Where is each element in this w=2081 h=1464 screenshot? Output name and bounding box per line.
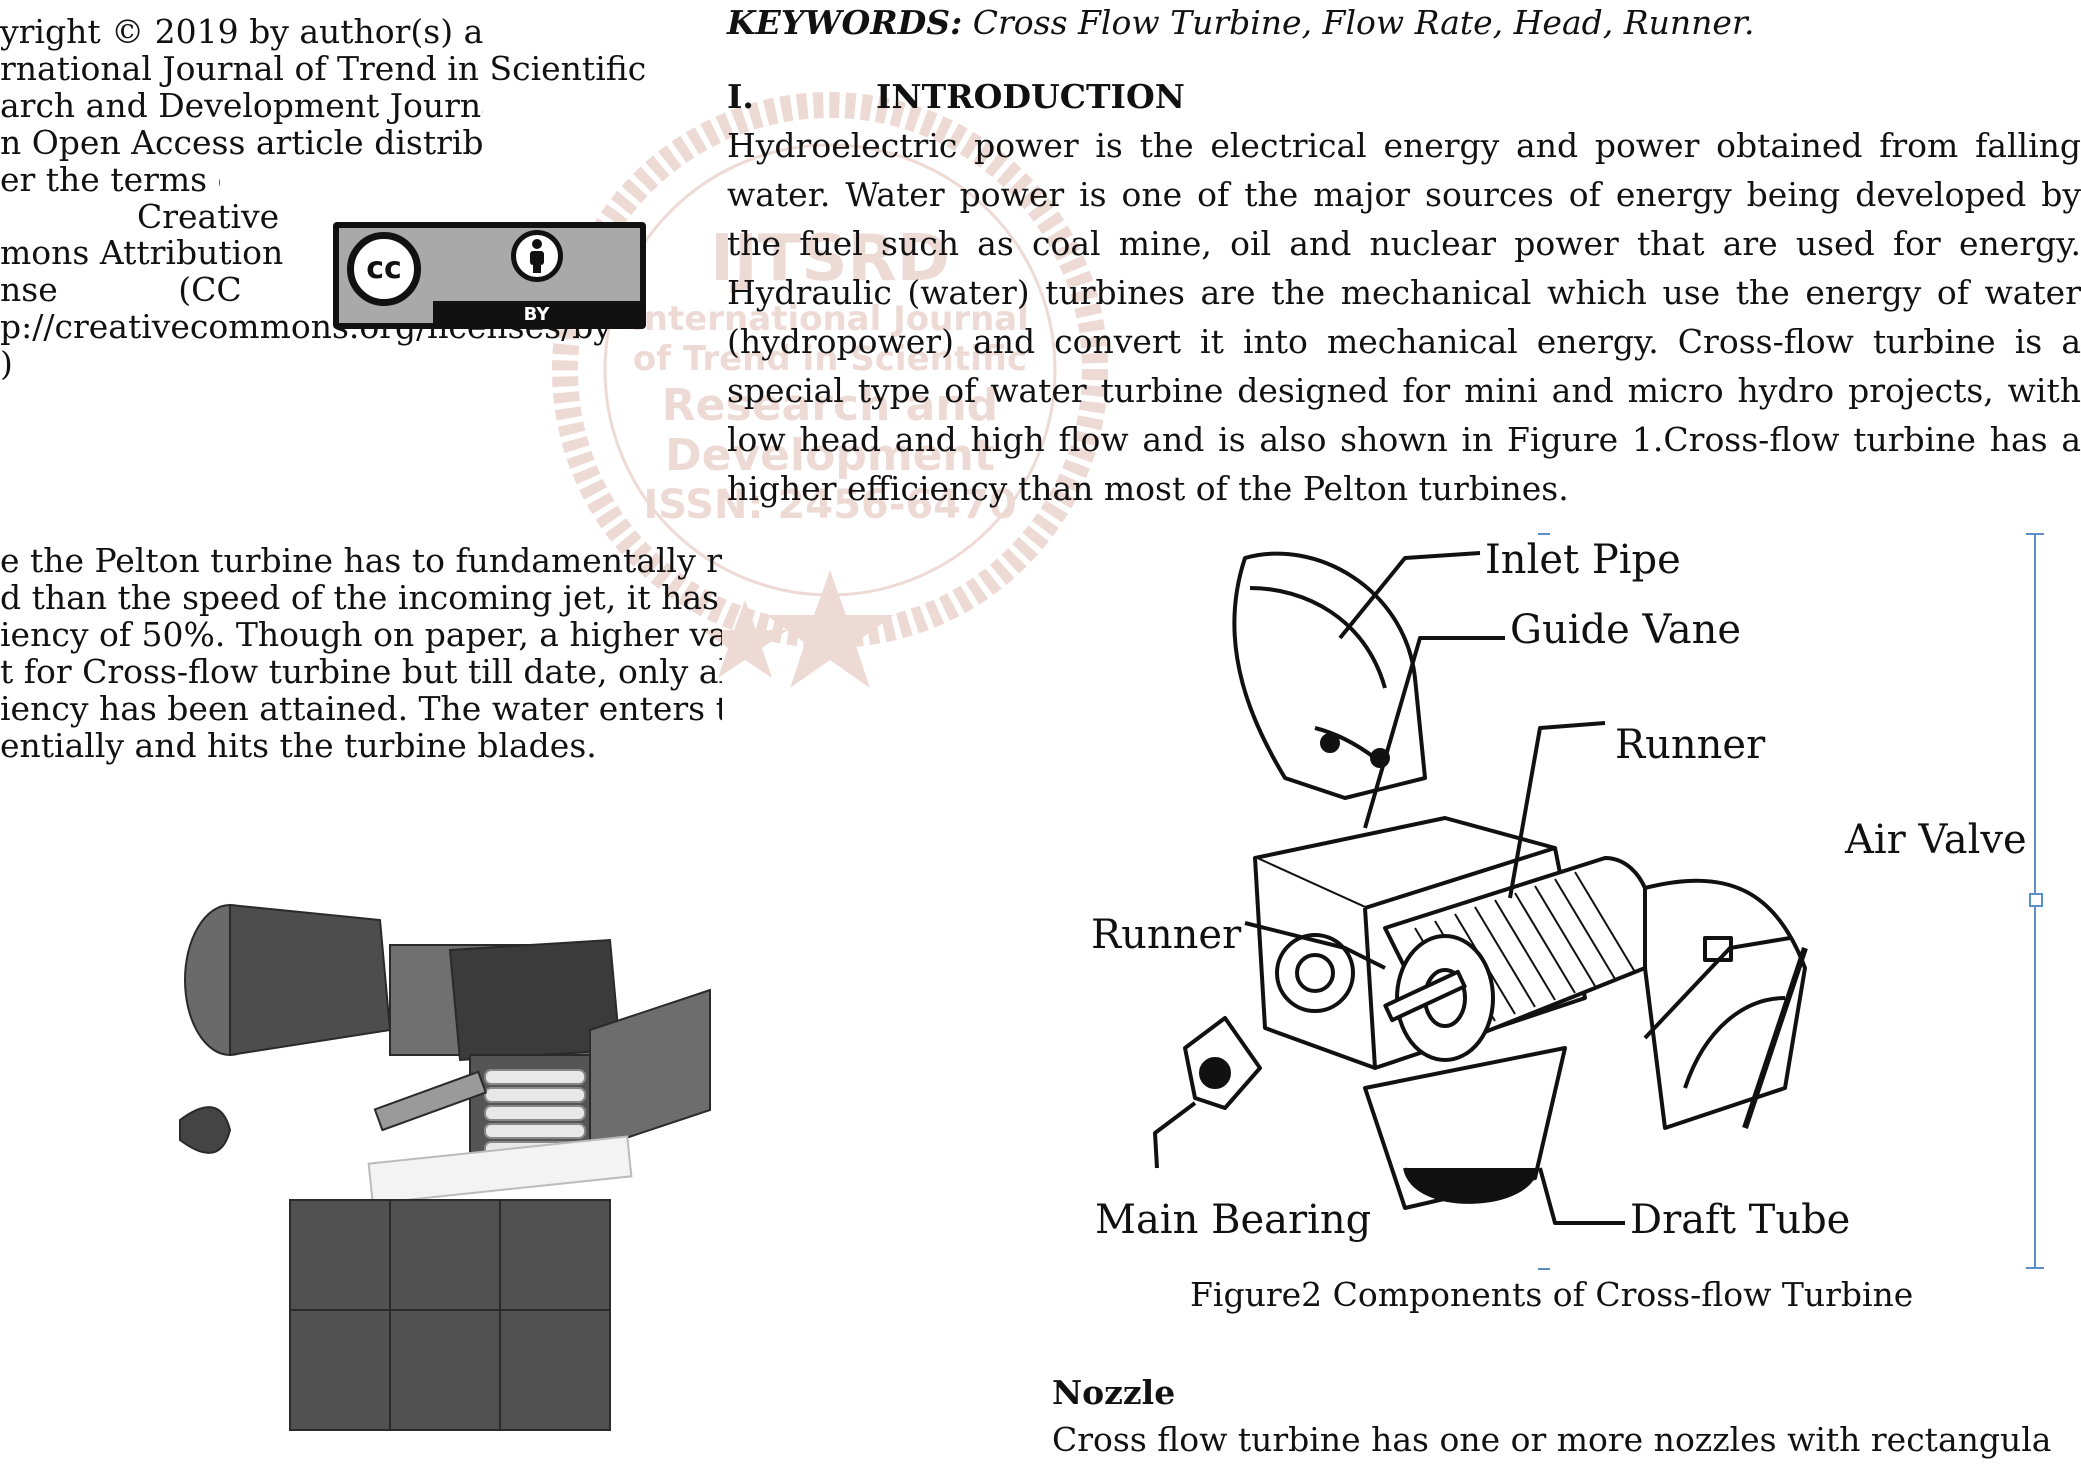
license-line: mons Attribution xyxy=(0,233,284,272)
creative-commons-icon: cc xyxy=(347,232,421,306)
label-main-bearing: Main Bearing xyxy=(1095,1197,1371,1243)
paragraph-line: t for Cross-flow turbine but till date, … xyxy=(0,652,722,691)
intro-line: Hydraulic (water) turbines are the mecha… xyxy=(727,273,2081,312)
nozzle-line: Cross flow turbine has one or more nozzl… xyxy=(1052,1420,2052,1459)
license-line: er the terms of xyxy=(0,160,220,199)
cross-flow-turbine-components-diagram: Inlet Pipe Guide Vane Runner Air Valve R… xyxy=(1091,537,2027,1243)
license-line: rnational Journal of Trend in Scientific xyxy=(0,49,647,88)
figure2-caption: Figure2 Components of Cross-flow Turbine xyxy=(1190,1275,1914,1314)
license-line: Creative xyxy=(137,197,280,236)
attribution-person-icon xyxy=(511,230,563,282)
cc-by-license-badge[interactable]: cc BY xyxy=(333,222,646,329)
seal-star-icon xyxy=(766,570,894,688)
label-guide-vane: Guide Vane xyxy=(1510,607,1741,653)
label-runner-right: Runner xyxy=(1615,722,1766,768)
paragraph-line: e the Pelton turbine has to fundamentall… xyxy=(0,541,722,580)
intro-line: higher efficiency than most of the Pelto… xyxy=(727,469,1569,508)
intro-line: the fuel such as coal mine, oil and nucl… xyxy=(727,224,2081,263)
intro-line: low head and high flow and is also shown… xyxy=(727,420,2081,459)
intro-line: Hydroelectric power is the electrical en… xyxy=(727,126,2081,165)
figure-selection-mark xyxy=(1538,1268,1550,1270)
license-line: arch and Development Journal. This xyxy=(0,86,483,125)
license-line: ) xyxy=(0,344,13,383)
keywords-text: Cross Flow Turbine, Flow Rate, Head, Run… xyxy=(962,3,1755,42)
label-draft-tube: Draft Tube xyxy=(1630,1197,1850,1243)
section-number: I. xyxy=(727,77,754,116)
paragraph-line: iency has been attained. The water enter… xyxy=(0,689,722,728)
label-air-valve: Air Valve xyxy=(1844,817,2027,863)
by-label: BY xyxy=(523,304,550,325)
license-line: n Open Access article distributed xyxy=(0,123,483,162)
figure-selection-mark xyxy=(1538,533,1550,535)
label-runner-left: Runner xyxy=(1091,912,1242,958)
section-title: INTRODUCTION xyxy=(876,77,1185,116)
cross-flow-turbine-render-image xyxy=(179,903,711,1431)
keywords-label: KEYWORDS: xyxy=(727,3,963,42)
intro-line: water. Water power is one of the major s… xyxy=(727,175,2081,214)
intro-line: special type of water turbine designed f… xyxy=(727,371,2081,410)
keywords-line: KEYWORDS: Cross Flow Turbine, Flow Rate,… xyxy=(727,0,1755,47)
nozzle-heading: Nozzle xyxy=(1052,1373,1176,1412)
label-inlet-pipe: Inlet Pipe xyxy=(1485,537,1681,583)
figure-resize-handle[interactable] xyxy=(2029,893,2043,907)
license-line: yright © 2019 by author(s) and xyxy=(0,12,483,51)
paragraph-line: d than the speed of the incoming jet, it… xyxy=(0,578,722,617)
paragraph-line: iency of 50%. Though on paper, a higher … xyxy=(0,615,722,654)
intro-line: (hydropower) and convert it into mechani… xyxy=(727,322,2081,361)
paragraph-line: entially and hits the turbine blades. xyxy=(0,726,597,765)
